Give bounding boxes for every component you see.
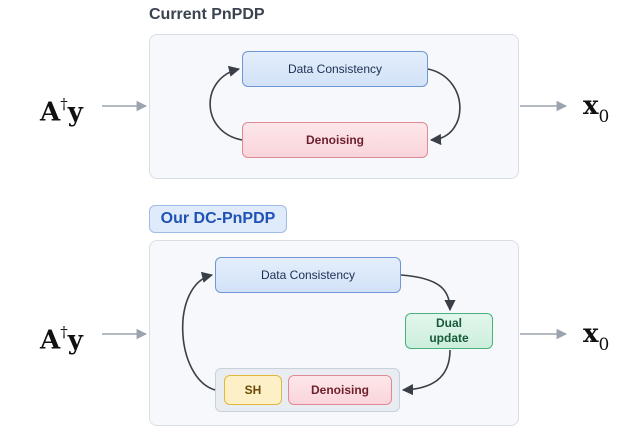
dc-to-denoising-arrow <box>427 68 461 146</box>
dual-to-group-arrow <box>401 349 451 396</box>
bottom-data-consistency-box: Data Consistency <box>215 257 401 293</box>
our-dc-pnpdp-title: Our DC-PnPDP <box>149 205 287 233</box>
top-data-consistency-box: Data Consistency <box>242 51 428 87</box>
input-label-bottom: A†y <box>40 323 83 356</box>
bottom-denoising-box: Denoising <box>288 375 392 405</box>
output-label-top: x0 <box>583 91 610 128</box>
sh-box: SH <box>224 375 282 405</box>
top-denoising-box: Denoising <box>242 122 428 158</box>
group-to-dc-arrow <box>181 271 216 391</box>
dc-to-dual-arrow <box>400 274 456 312</box>
denoising-to-dc-arrow <box>209 65 243 141</box>
input-label-top: A†y <box>40 95 83 128</box>
dual-update-box: Dual update <box>405 313 493 349</box>
output-label-bottom: x0 <box>583 319 610 356</box>
current-pnpdp-title: Current PnPDP <box>149 6 265 23</box>
